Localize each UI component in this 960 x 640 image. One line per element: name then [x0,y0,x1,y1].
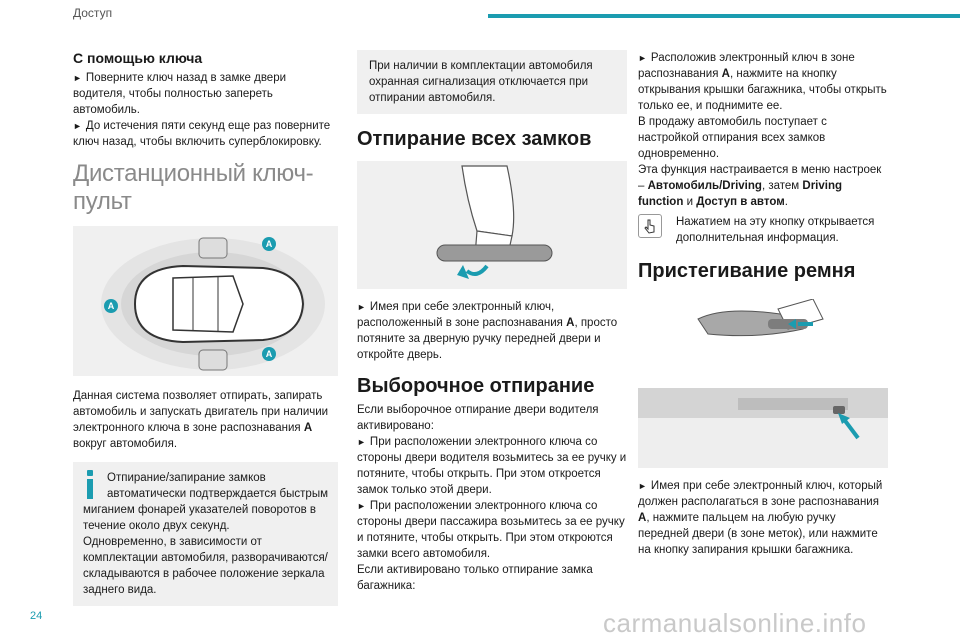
door-handle-illustration [357,161,627,289]
paragraph: ►При расположении электронного ключа со … [357,436,627,496]
bullet-arrow-icon: ► [357,437,366,447]
finger-on-handle [697,299,824,337]
bullet-arrow-icon: ► [357,302,366,312]
paragraph: ►Поверните ключ назад в замке двери води… [73,72,287,116]
zone-label-a: A [266,239,273,249]
paragraph: ►До истечения пяти секунд еще раз поверн… [73,120,331,148]
heading-lock: Пристегивание ремня [638,260,856,282]
car-zone-diagram: A A A [101,237,325,371]
note-text: Одновременно, в зависимости от комплекта… [83,536,328,596]
section-title: Доступ [73,6,113,20]
paragraph: Эта функция настраивается в меню настрое… [638,164,882,208]
tip-text: Нажатием на эту кнопку открывается допол… [676,216,875,244]
column-middle: При наличии в комплектации автомобиля ох… [357,50,627,594]
bullet-arrow-icon: ► [73,121,82,131]
zone-label-a: A [266,349,273,359]
paragraph: В продажу автомобиль поступает с настрой… [638,116,827,160]
heading-unlock-all: Отпирание всех замков [357,128,592,150]
column-right: ►Расположив электронный ключ в зоне расп… [638,50,888,558]
paragraph: ►При расположении электронного ключа со … [357,500,625,560]
paragraph: Если выборочное отпирание двери водителя… [357,404,599,432]
info-icon [83,470,97,500]
hand-pulling-handle [436,165,553,279]
alarm-note-box: При наличии в комплектации автомобиля ох… [357,50,627,114]
header-accent-bar [488,14,960,18]
info-note: Отпирание/запирание замков автоматически… [73,462,338,606]
note-text: При наличии в комплектации автомобиля ох… [369,60,593,104]
bullet-arrow-icon: ► [638,53,647,63]
more-info-tip: Нажатием на эту кнопку открывается допол… [638,214,888,246]
tailgate-button-illustration [638,388,888,468]
handle-touch-illustration [638,299,888,374]
note-text: Отпирание/запирание замков автоматически… [83,472,328,532]
column-left: С помощью ключа ►Поверните ключ назад в … [73,50,338,606]
page-number: 24 [30,610,43,622]
watermark: carmanualsonline.info [603,608,867,638]
heading-selective-unlock: Выборочное отпирание [357,375,595,397]
paragraph: ►Имея при себе электронный ключ, располо… [357,301,618,361]
pointer-icon[interactable] [638,214,662,238]
detection-zone-illustration: A A A [73,226,338,376]
heading-remote-key: Дистанционный ключ-пульт [73,160,314,215]
zone-label-a: A [108,301,115,311]
bullet-arrow-icon: ► [638,481,647,491]
tailgate-lock-button [638,388,888,468]
paragraph: ►Расположив электронный ключ в зоне расп… [638,52,887,112]
bullet-arrow-icon: ► [357,501,366,511]
paragraph: Данная система позволяет отпирать, запир… [73,390,329,450]
heading-with-key: С помощью ключа [73,50,203,66]
paragraph: Если активировано только отпирание замка… [357,564,593,592]
bullet-arrow-icon: ► [73,73,82,83]
paragraph: ►Имея при себе электронный ключ, который… [638,480,883,556]
